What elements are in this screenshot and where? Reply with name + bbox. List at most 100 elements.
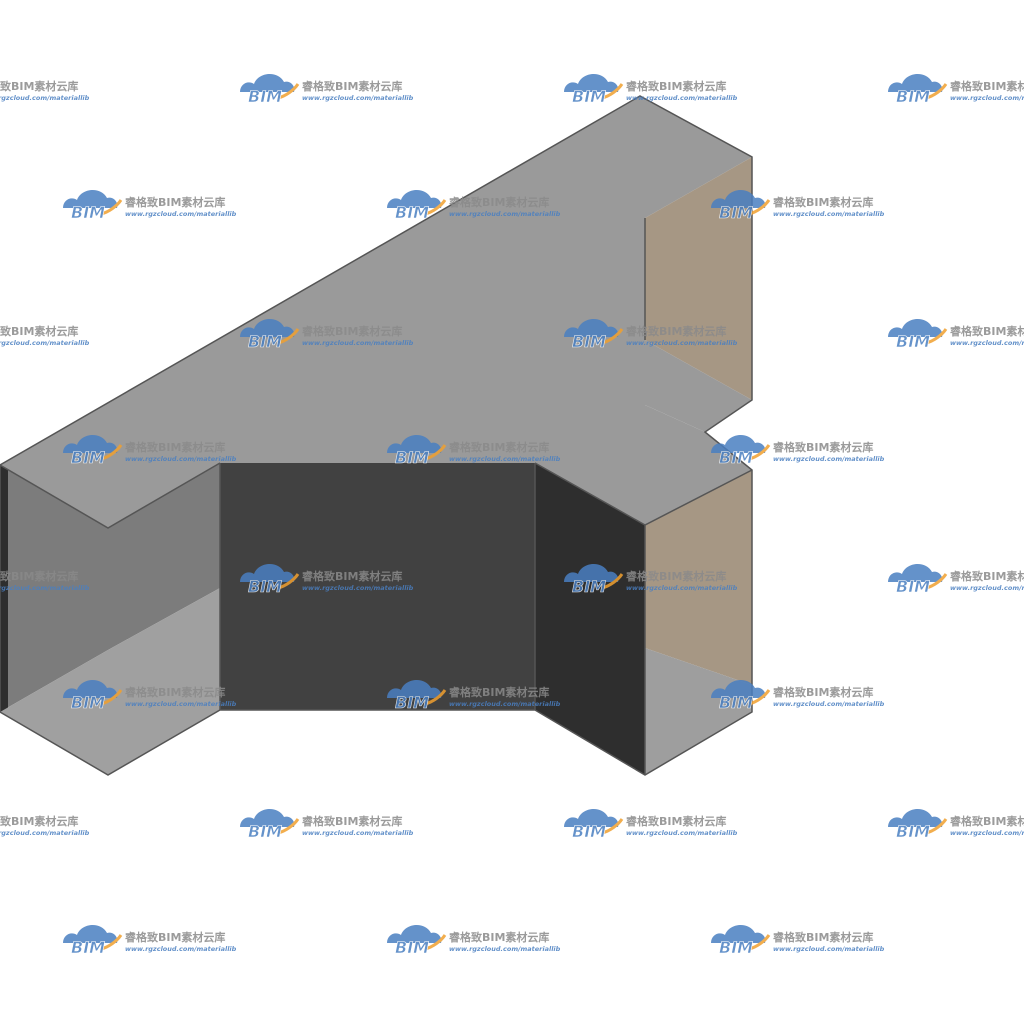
watermark-brand-text: 睿格致BIM素材云库: [302, 569, 402, 583]
watermark-brand-text: 睿格致BIM素材云库: [0, 79, 78, 93]
watermark-logo-text: BIM: [719, 938, 753, 957]
watermark-tile: BIM睿格致BIM素材云库www.rgzcloud.com/materialli…: [0, 569, 90, 592]
watermark-logo-text: BIM: [248, 577, 282, 596]
watermark-brand-text: 睿格致BIM素材云库: [950, 79, 1024, 93]
watermark-url-text: www.rgzcloud.com/materiallib: [773, 945, 885, 953]
watermark-url-text: www.rgzcloud.com/materiallib: [0, 584, 90, 592]
watermark-logo-text: BIM: [71, 203, 105, 222]
watermark-url-text: www.rgzcloud.com/materiallib: [125, 945, 237, 953]
watermark-url-text: www.rgzcloud.com/materiallib: [950, 339, 1024, 347]
right-side-wall: [535, 463, 645, 775]
end-face-upper: [645, 157, 752, 400]
watermark-url-text: www.rgzcloud.com/materiallib: [302, 829, 414, 837]
watermark-url-text: www.rgzcloud.com/materiallib: [449, 700, 561, 708]
watermark-brand-text: 睿格致BIM素材云库: [950, 569, 1024, 583]
watermark-tile: BIM睿格致BIM素材云库www.rgzcloud.com/materialli…: [888, 808, 1024, 841]
bim-cloud-logo-icon: BIM: [63, 679, 123, 712]
watermark-tile: BIM 睿格致BIM素材云库www.rgzcloud.com/materialli…: [711, 679, 885, 712]
bim-cloud-logo-icon: BIM: [888, 73, 948, 106]
left-edge-strip: [0, 465, 8, 716]
watermark-url-text: www.rgzcloud.com/materiallib: [773, 700, 885, 708]
bim-cloud-logo-icon: BIM: [240, 73, 300, 106]
bim-cloud-logo-icon: BIM: [711, 434, 771, 467]
edge-line: [0, 462, 221, 529]
bim-cloud-logo-icon: BIM: [240, 318, 300, 351]
outline-edges: [0, 95, 753, 776]
bim-cloud-logo-icon: BIM: [888, 318, 948, 351]
bim-cloud-logo-icon: BIM: [711, 679, 771, 712]
watermark-brand-text: 睿格致BIM素材云库: [449, 440, 549, 454]
watermark-brand-text: 睿格致BIM素材云库: [449, 685, 549, 699]
watermark-tile: BIM睿格致BIM素材云库www.rgzcloud.com/materialli…: [0, 814, 90, 837]
watermark-url-text: www.rgzcloud.com/materiallib: [626, 339, 738, 347]
watermark-brand-text: 睿格致BIM素材云库: [773, 440, 873, 454]
watermark-brand-text: 睿格致BIM素材云库: [125, 930, 225, 944]
watermark-url-text: www.rgzcloud.com/materiallib: [626, 94, 738, 102]
watermark-logo-text: BIM: [248, 822, 282, 841]
watermark-tile: BIM睿格致BIM素材云库www.rgzcloud.com/materialli…: [564, 563, 738, 596]
watermark-tile: BIM睿格致BIM素材云库www.rgzcloud.com/materialli…: [63, 924, 237, 957]
watermark-brand-text: 睿格致BIM素材云库: [125, 195, 225, 209]
watermark-logo-text: BIM: [395, 938, 429, 957]
watermark-url-text: www.rgzcloud.com/materiallib: [773, 210, 885, 218]
watermark-tile: BIM 睿格致BIM素材云库www.rgzcloud.com/materialli…: [711, 924, 885, 957]
watermark-logo-text: BIM: [572, 577, 606, 596]
watermark-brand-text: 睿格致BIM素材云库: [626, 814, 726, 828]
watermark-tile: BIM睿格致BIM素材云库www.rgzcloud.com/materialli…: [0, 324, 90, 347]
watermark-tile: BIM睿格致BIM素材云库www.rgzcloud.com/materialli…: [888, 318, 1024, 351]
end-face-bottom: [645, 648, 752, 775]
watermark-tile: BIM睿格致BIM素材云库www.rgzcloud.com/materialli…: [564, 73, 738, 106]
bim-cloud-logo-icon: BIM: [564, 318, 624, 351]
watermark-tile: BIM睿格致BIM素材云库www.rgzcloud.com/materialli…: [888, 73, 1024, 106]
bim-cloud-logo-icon: BIM: [63, 924, 123, 957]
watermark-tile: BIM睿格致BIM素材云库www.rgzcloud.com/materialli…: [63, 679, 237, 712]
top-face: [0, 96, 752, 528]
watermark-brand-text: 睿格致BIM素材云库: [950, 814, 1024, 828]
watermark-url-text: www.rgzcloud.com/materiallib: [449, 210, 561, 218]
watermark-logo-text: BIM: [572, 332, 606, 351]
watermark-tile: BIM睿格致BIM素材云库www.rgzcloud.com/materialli…: [888, 563, 1024, 596]
branch-ledge: [645, 340, 752, 432]
watermark-tile: BIM 睿格致BIM素材云库www.rgzcloud.com/materialli…: [240, 808, 414, 841]
watermark-logo-text: BIM: [896, 577, 930, 596]
watermark-logo-text: BIM: [395, 203, 429, 222]
watermark-tile: BIM睿格致BIM素材云库www.rgzcloud.com/materialli…: [0, 79, 90, 102]
bim-cloud-logo-icon: BIM: [387, 924, 447, 957]
end-face-lower: [645, 470, 752, 685]
bim-cloud-logo-icon: BIM: [63, 189, 123, 222]
bim-cloud-logo-icon: BIM: [240, 563, 300, 596]
watermark-url-text: www.rgzcloud.com/materiallib: [449, 455, 561, 463]
watermark-url-text: www.rgzcloud.com/materiallib: [0, 829, 90, 837]
watermark-url-text: www.rgzcloud.com/materiallib: [950, 829, 1024, 837]
watermark-brand-text: 睿格致BIM素材云库: [125, 685, 225, 699]
watermark-tile: BIM睿格致BIM素材云库www.rgzcloud.com/materialli…: [564, 808, 738, 841]
watermark-tile: BIM睿格致BIM素材云库www.rgzcloud.com/materialli…: [711, 189, 885, 222]
watermark-logo-text: BIM: [248, 87, 282, 106]
watermark-url-text: www.rgzcloud.com/materiallib: [0, 339, 90, 347]
watermark-logo-text: BIM: [395, 448, 429, 467]
watermark-logo-text: BIM: [719, 693, 753, 712]
bottom-face: [0, 588, 220, 775]
watermark-tile: BIM睿格致BIM素材云库www.rgzcloud.com/materialli…: [63, 434, 237, 467]
watermark-tile: BIM睿格致BIM素材云库www.rgzcloud.com/materialli…: [240, 73, 414, 106]
watermark-url-text: www.rgzcloud.com/materiallib: [626, 584, 738, 592]
watermark-tile: BIM睿格致BIM素材云库www.rgzcloud.com/materialli…: [387, 189, 561, 222]
watermark-url-text: www.rgzcloud.com/materiallib: [626, 829, 738, 837]
watermark-url-text: www.rgzcloud.com/materiallib: [302, 339, 414, 347]
watermark-brand-text: 睿格致BIM素材云库: [626, 79, 726, 93]
watermark-brand-text: 睿格致BIM素材云库: [773, 930, 873, 944]
watermark-url-text: www.rgzcloud.com/materiallib: [302, 584, 414, 592]
watermark-brand-text: 睿格致BIM素材云库: [449, 930, 549, 944]
watermark-brand-text: 睿格致BIM素材云库: [626, 324, 726, 338]
tee-fitting-model: [0, 95, 753, 776]
watermark-tile: BIM睿格致BIM素材云库www.rgzcloud.com/materialli…: [711, 434, 885, 467]
watermark-logo-text: BIM: [395, 693, 429, 712]
watermark-tile: BIM睿格致BIM素材云库www.rgzcloud.com/materialli…: [387, 924, 561, 957]
watermark-brand-text: 睿格致BIM素材云库: [773, 685, 873, 699]
watermark-logo-text: BIM: [719, 448, 753, 467]
bim-cloud-logo-icon: BIM: [387, 189, 447, 222]
watermark-tile: BIM睿格致BIM素材云库www.rgzcloud.com/materialli…: [240, 318, 414, 351]
edge-line: [534, 462, 753, 526]
watermark-brand-text: 睿格致BIM素材云库: [302, 814, 402, 828]
